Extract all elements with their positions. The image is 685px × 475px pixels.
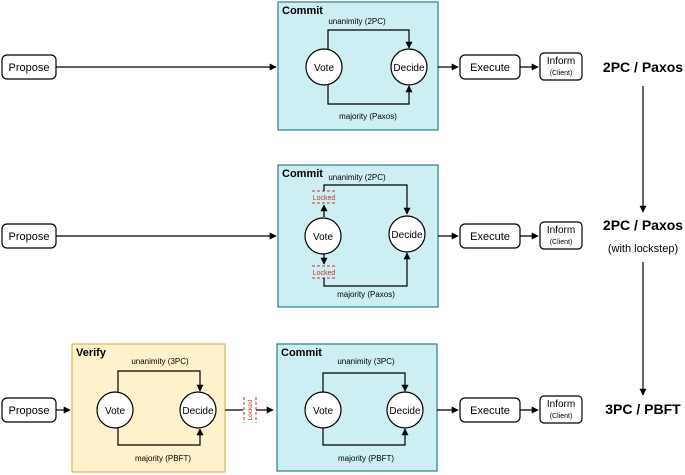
arrow-unanimity xyxy=(322,372,409,392)
row-1: Propose Commit unanimity (2PC) Vote Deci… xyxy=(1,1,683,131)
vote-node xyxy=(305,48,343,86)
verify-bottom-label: majority (PBFT) xyxy=(135,454,191,463)
client-label: (Client) xyxy=(550,70,573,77)
execute-label: Execute xyxy=(470,62,510,74)
propose-label: Propose xyxy=(9,231,50,243)
verify-title: Verify xyxy=(76,347,107,359)
vote-node xyxy=(96,391,134,429)
commit-top-label: unanimity (2PC) xyxy=(328,17,386,26)
commit-top-label: unanimity (3PC) xyxy=(337,357,395,366)
row-3: Propose Verify unanimity (3PC) Vote Deci… xyxy=(1,343,681,473)
locked-label: Locked xyxy=(247,399,254,420)
vote-label: Vote xyxy=(314,63,334,74)
client-label: (Client) xyxy=(550,239,573,246)
propose-label: Propose xyxy=(9,62,50,74)
locked-top-label: Locked xyxy=(313,195,336,202)
protocol-label: 2PC / Paxos xyxy=(603,217,683,233)
protocol-label: 3PC / PBFT xyxy=(605,401,681,417)
protocol-sublabel: (with lockstep) xyxy=(608,243,678,255)
commit-title: Commit xyxy=(282,5,323,17)
commit-title: Commit xyxy=(281,347,322,359)
inform-label: Inform xyxy=(547,399,575,410)
execute-label: Execute xyxy=(470,405,510,417)
decide-node xyxy=(390,48,428,86)
inform-box xyxy=(539,221,583,250)
row-2: Propose Commit unanimity (2PC) Vote Deci… xyxy=(1,164,683,308)
decide-label: Decide xyxy=(393,63,425,74)
arrow-majority xyxy=(322,428,409,446)
verify-top-label: unanimity (3PC) xyxy=(131,357,189,366)
commit-title: Commit xyxy=(282,168,323,180)
inform-box xyxy=(539,52,583,81)
vote-label: Vote xyxy=(313,406,333,417)
vote-label: Vote xyxy=(313,232,333,243)
arrow-unanimity xyxy=(327,29,413,49)
inform-label: Inform xyxy=(547,225,575,236)
arrow-majority xyxy=(117,428,204,446)
decide-label: Decide xyxy=(389,406,421,417)
vote-label: Vote xyxy=(105,406,125,417)
decide-node xyxy=(386,391,424,429)
commit-top-label: unanimity (2PC) xyxy=(328,173,386,182)
locked-bottom-label: Locked xyxy=(313,270,336,277)
decide-node xyxy=(388,215,426,253)
decide-node xyxy=(179,391,217,429)
arrow-majority xyxy=(327,85,413,105)
decide-label: Decide xyxy=(391,230,423,241)
arrow-unanimity xyxy=(117,370,204,392)
arrow-majority xyxy=(323,252,411,287)
vote-node xyxy=(304,217,342,255)
inform-box xyxy=(539,395,583,424)
commit-bottom-label: majority (Paxos) xyxy=(339,112,397,121)
commit-bottom-label: majority (Paxos) xyxy=(337,290,395,299)
protocol-label: 2PC / Paxos xyxy=(603,59,683,75)
arrow-unanimity xyxy=(323,184,411,215)
decide-label: Decide xyxy=(182,406,214,417)
propose-label: Propose xyxy=(9,405,50,417)
commit-bottom-label: majority (PBFT) xyxy=(338,454,394,463)
client-label: (Client) xyxy=(550,413,573,420)
execute-label: Execute xyxy=(470,231,510,243)
inform-label: Inform xyxy=(547,56,575,67)
